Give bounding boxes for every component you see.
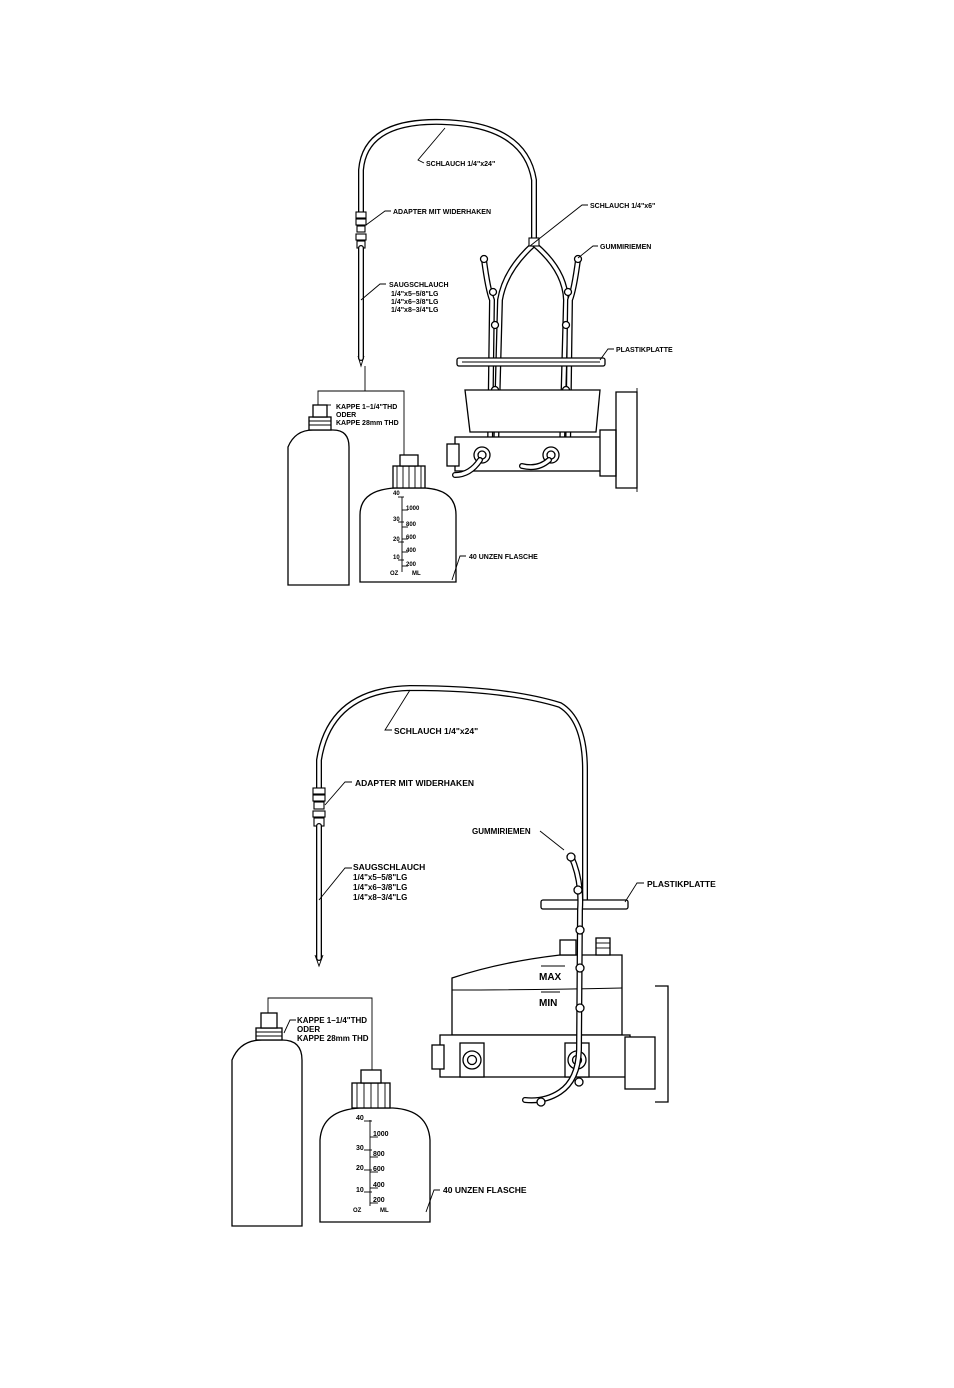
top-hose-short-label: SCHLAUCH 1/4"x6" <box>590 203 655 210</box>
top-master-cylinder <box>446 388 638 492</box>
top-ml-400: 400 <box>406 548 417 554</box>
top-plastic-plate <box>456 357 606 367</box>
top-suction-size-3: 1/4"x8–3/4"LG <box>391 307 439 314</box>
bottom-suction-hose-title: SAUGSCHLAUCH <box>353 862 425 872</box>
bottom-plastic-plate <box>540 899 629 910</box>
bottom-suction-size-3: 1/4"x8–3/4"LG <box>353 893 407 902</box>
bottom-ml-200: 200 <box>373 1197 385 1204</box>
bottom-rubber-strap-label: GUMMIRIEMEN <box>472 827 531 836</box>
bottom-ml-1000: 1000 <box>373 1131 389 1138</box>
bottom-suction-size-1: 1/4"x5–5/8"LG <box>353 873 407 882</box>
top-suction-hose-title: SAUGSCHLAUCH <box>389 282 449 289</box>
top-cap-line-1: KAPPE 1–1/4"THD <box>336 404 397 411</box>
top-oz-unit: OZ <box>390 571 399 577</box>
top-bottle-label: 40 UNZEN FLASCHE <box>469 554 538 561</box>
bottom-long-hose <box>316 685 588 903</box>
top-ml-unit: ML <box>412 571 421 577</box>
reservoir-max-label: MAX <box>539 972 562 983</box>
top-bottle-scale: 40 30 20 10 1000 800 600 400 200 OZ ML <box>390 491 421 577</box>
bottom-oz-unit: OZ <box>353 1208 362 1214</box>
bottom-oz-10: 10 <box>356 1187 364 1194</box>
bottom-diagram: MAX MIN <box>231 685 716 1227</box>
bottom-tall-bottle <box>231 1012 303 1227</box>
top-diagram: 40 30 20 10 1000 800 600 400 200 OZ ML <box>287 118 673 586</box>
top-suction-size-2: 1/4"x6–3/8"LG <box>391 299 439 306</box>
bottom-cap-line-1: KAPPE 1–1/4"THD <box>297 1016 367 1025</box>
bottom-suction-tube <box>314 823 324 968</box>
top-labels: SCHLAUCH 1/4"x24" SCHLAUCH 1/4"x6" ADAPT… <box>336 161 673 561</box>
bottom-reservoir: MAX MIN <box>451 937 623 1036</box>
bottom-bottle-label: 40 UNZEN FLASCHE <box>443 1185 527 1195</box>
bottom-strap-tube <box>522 852 585 1107</box>
top-40oz-bottle <box>359 454 457 583</box>
top-tall-bottle <box>287 404 350 586</box>
bottom-cap-line-2: ODER <box>297 1025 320 1034</box>
top-ml-600: 600 <box>406 535 417 541</box>
bottom-plastic-plate-label: PLASTIKPLATTE <box>647 879 716 889</box>
top-leader-lines <box>317 127 614 581</box>
top-ml-1000: 1000 <box>406 506 420 512</box>
top-rubber-strap-label: GUMMIRIEMEN <box>600 244 651 251</box>
bottom-leader-lines <box>267 689 644 1213</box>
top-plastic-plate-label: PLASTIKPLATTE <box>616 347 673 354</box>
top-oz-10: 10 <box>393 555 400 561</box>
bottom-ml-800: 800 <box>373 1151 385 1158</box>
top-long-hose <box>358 118 537 247</box>
top-barb-adapter <box>355 211 367 249</box>
bottom-cap-line-3: KAPPE 28mm THD <box>297 1034 369 1043</box>
bottom-master-cylinder <box>431 985 669 1103</box>
top-hose-long-label: SCHLAUCH 1/4"x24" <box>426 161 495 168</box>
top-cap-line-3: KAPPE 28mm THD <box>336 420 399 427</box>
bottom-ml-unit: ML <box>380 1208 389 1214</box>
bottom-bottle-scale: 40 30 20 10 1000 800 600 400 200 OZ ML <box>353 1115 389 1214</box>
top-ml-200: 200 <box>406 562 417 568</box>
top-oz-30: 30 <box>393 517 400 523</box>
top-ml-800: 800 <box>406 522 417 528</box>
top-oz-20: 20 <box>393 537 400 543</box>
bottom-oz-40: 40 <box>356 1115 364 1122</box>
bottom-suction-size-2: 1/4"x6–3/8"LG <box>353 883 407 892</box>
bottom-barb-adapter <box>312 787 326 827</box>
bottom-oz-30: 30 <box>356 1145 364 1152</box>
top-suction-size-1: 1/4"x5–5/8"LG <box>391 291 439 298</box>
bottom-hose-long-label: SCHLAUCH 1/4"x24" <box>394 726 478 736</box>
top-oz-40: 40 <box>393 491 400 497</box>
bottom-barb-adapter-label: ADAPTER MIT WIDERHAKEN <box>355 778 474 788</box>
reservoir-min-label: MIN <box>539 998 557 1009</box>
top-suction-tube <box>357 245 365 368</box>
bottom-ml-400: 400 <box>373 1182 385 1189</box>
bottom-oz-20: 20 <box>356 1165 364 1172</box>
bottom-labels: SCHLAUCH 1/4"x24" ADAPTER MIT WIDERHAKEN… <box>297 726 716 1195</box>
bottom-ml-600: 600 <box>373 1166 385 1173</box>
top-barb-adapter-label: ADAPTER MIT WIDERHAKEN <box>393 209 491 216</box>
bottom-40oz-bottle <box>319 1069 431 1223</box>
top-y-split-hoses <box>479 237 583 453</box>
top-cap-line-2: ODER <box>336 412 356 419</box>
